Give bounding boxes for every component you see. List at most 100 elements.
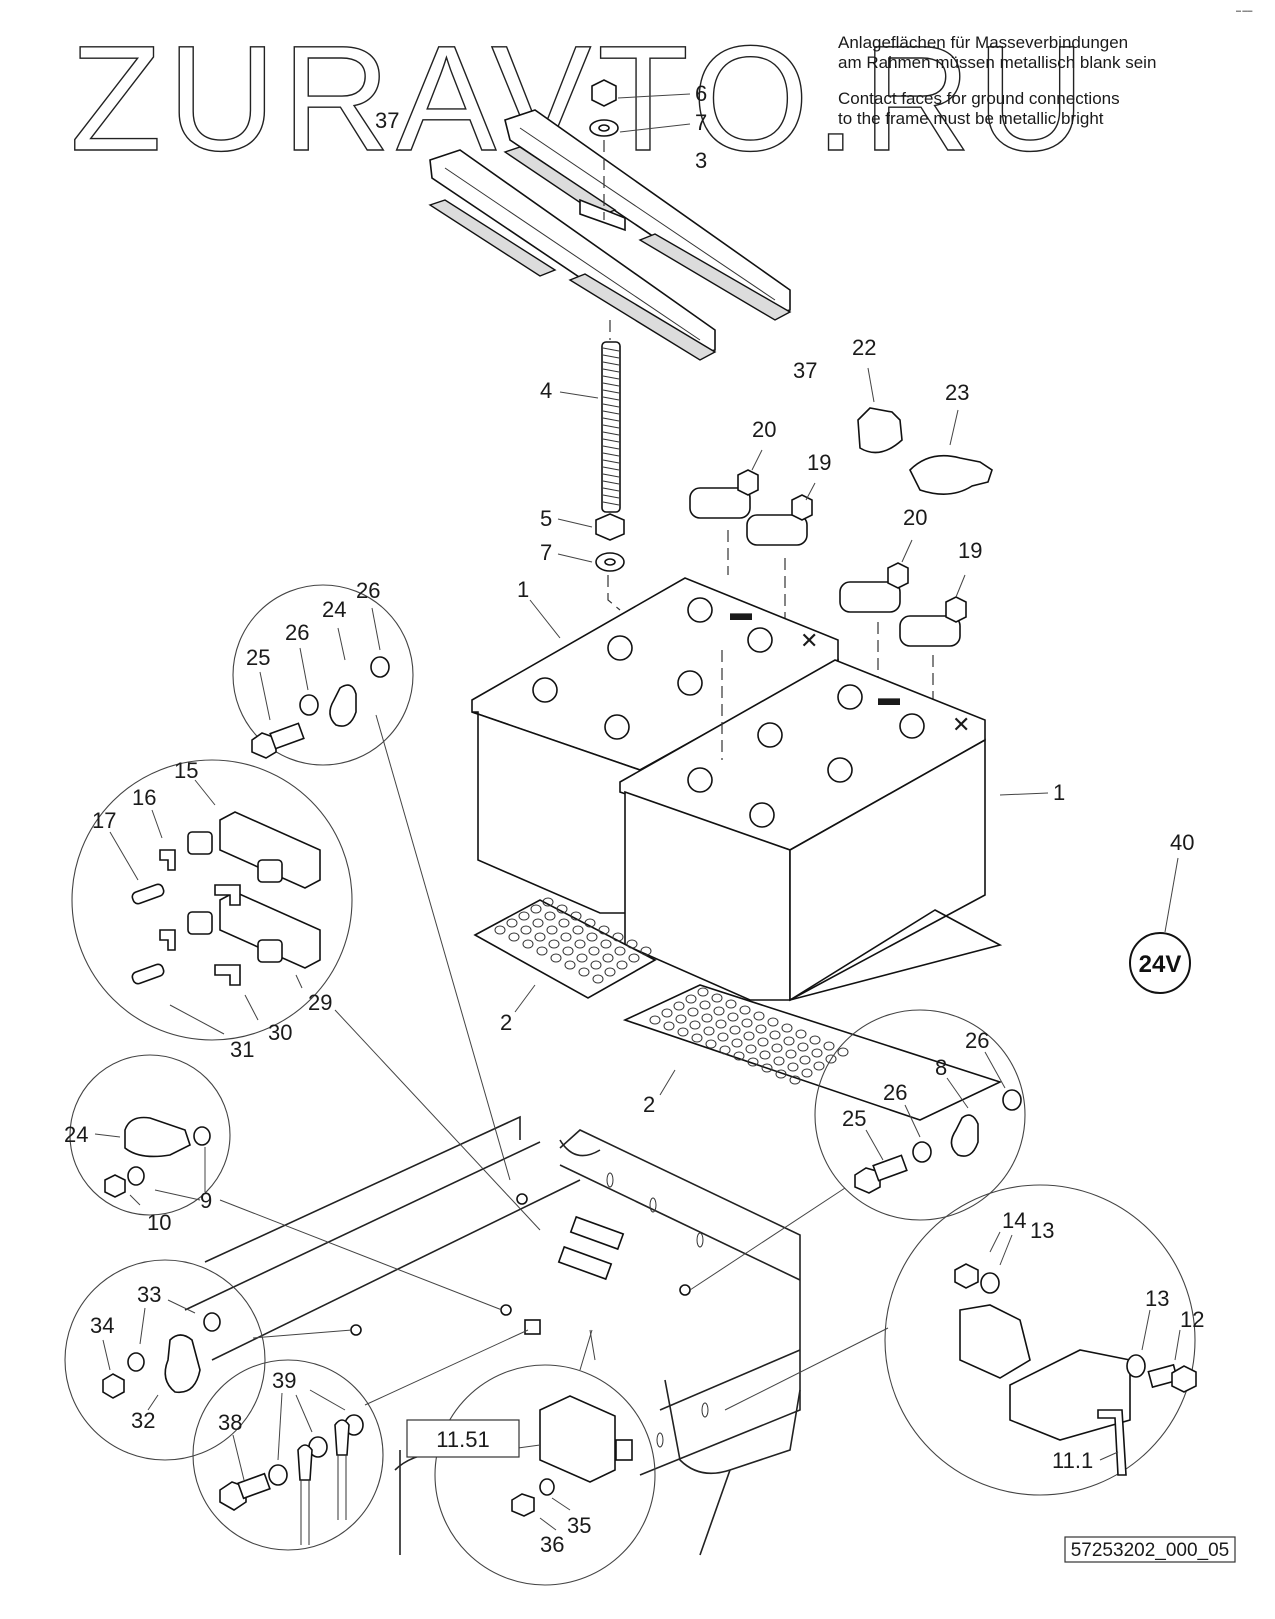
callout: 17 [92, 808, 116, 833]
callout: 15 [174, 758, 198, 783]
mat-hole [755, 1024, 767, 1034]
callout: 29 [308, 990, 332, 1015]
callout: 13 [1145, 1286, 1169, 1311]
mat-hole [785, 1049, 797, 1059]
threaded-rod [559, 320, 621, 513]
mat-hole [600, 939, 612, 949]
mat-hole [508, 932, 520, 942]
thread-line [602, 424, 620, 429]
fork-link [214, 964, 241, 986]
callout: 31 [230, 1037, 254, 1062]
mat-hole [711, 993, 723, 1003]
mat-hole [572, 925, 584, 935]
mat-hole [612, 932, 624, 942]
thread-line [602, 445, 620, 450]
mat-hole [548, 939, 560, 949]
callout: 20 [903, 505, 927, 530]
terminal-clamp-19a [746, 482, 816, 620]
rod-nut-assembly [557, 513, 625, 611]
cell-cap [827, 757, 853, 783]
mat-hole [534, 932, 546, 942]
callout: 11.1 [1052, 1448, 1093, 1473]
mat-hole [530, 904, 542, 914]
cell-cap [837, 684, 863, 710]
thread-line [602, 417, 620, 422]
terminal-clamp-19b [899, 574, 967, 710]
mat-hole [753, 1011, 765, 1021]
mat-hole [546, 925, 558, 935]
detail-circle-3 [69, 1054, 503, 1311]
callout: 2 [500, 1010, 512, 1035]
mat-hole [574, 939, 586, 949]
terminal-cover-23 [909, 454, 993, 495]
mat-hole [809, 1035, 821, 1045]
mat-hole [701, 1013, 713, 1023]
callout-labels: 6 7 3 37 37 4 5 7 22 23 20 19 20 19 1 1 … [64, 81, 1204, 1557]
callout: 33 [137, 1282, 161, 1307]
detail-circle-5 [192, 1329, 529, 1551]
mat-hole [685, 994, 697, 1004]
callout: 10 [147, 1210, 171, 1235]
mat-hole [588, 946, 600, 956]
rubber-pad [503, 146, 617, 217]
mat-hole [518, 911, 530, 921]
thread-line [602, 410, 620, 415]
bracket [1009, 1349, 1131, 1441]
negative-mark: ▬ [730, 600, 752, 625]
thread-line [602, 501, 620, 506]
thread-line [602, 487, 620, 492]
callout: 34 [90, 1313, 114, 1338]
cell-cap [747, 627, 773, 653]
washer-icon [193, 1126, 211, 1146]
rubber-pad [568, 273, 717, 361]
callout: 24 [322, 597, 346, 622]
knurled-nut-icon [257, 859, 283, 883]
contact-plate [569, 1215, 625, 1251]
washer-icon [1126, 1354, 1146, 1378]
mat-hole [837, 1047, 849, 1057]
nut-icon [954, 1263, 979, 1289]
callout: 2 [643, 1092, 655, 1117]
relay-ref-box [406, 1419, 520, 1458]
callout: 25 [246, 645, 270, 670]
mat-hole [626, 939, 638, 949]
callout: 19 [807, 450, 831, 475]
rubber-pad [638, 233, 792, 321]
callout: 40 [1170, 830, 1194, 855]
mat-hole [825, 1054, 837, 1064]
callout: 14 [1002, 1208, 1026, 1233]
slotted-screw-icon [131, 963, 165, 985]
thread-line [602, 431, 620, 436]
callout: 7 [540, 540, 552, 565]
bolt-head-icon [854, 1167, 881, 1194]
mat-hole [564, 960, 576, 970]
drawing-number-box [1064, 1536, 1236, 1563]
thread-line [602, 480, 620, 485]
mat-hole [797, 1042, 809, 1052]
mat-hole [560, 932, 572, 942]
washer-icon [299, 694, 319, 716]
cell-cap [677, 670, 703, 696]
thread-line [602, 382, 620, 387]
thread-line [602, 389, 620, 394]
mat-hole [767, 1017, 779, 1027]
callout: 25 [842, 1106, 866, 1131]
fork-link [159, 849, 176, 871]
terminal-covers [857, 367, 993, 495]
thread-line [602, 494, 620, 499]
callout: 12 [1180, 1307, 1204, 1332]
bolt-head-icon [1171, 1365, 1197, 1393]
negative-mark: ▬ [878, 685, 900, 710]
mat-hole [781, 1023, 793, 1033]
cable-clamp-icon [124, 1116, 191, 1158]
callout: 1 [517, 577, 529, 602]
mat-hole [604, 967, 616, 977]
mat-hole [783, 1036, 795, 1046]
thread-line [602, 396, 620, 401]
callout: 6 [695, 81, 707, 106]
fork-link [214, 884, 241, 906]
callout: 22 [852, 335, 876, 360]
mat-hole [640, 946, 652, 956]
cable-clamp-icon [950, 1114, 979, 1157]
